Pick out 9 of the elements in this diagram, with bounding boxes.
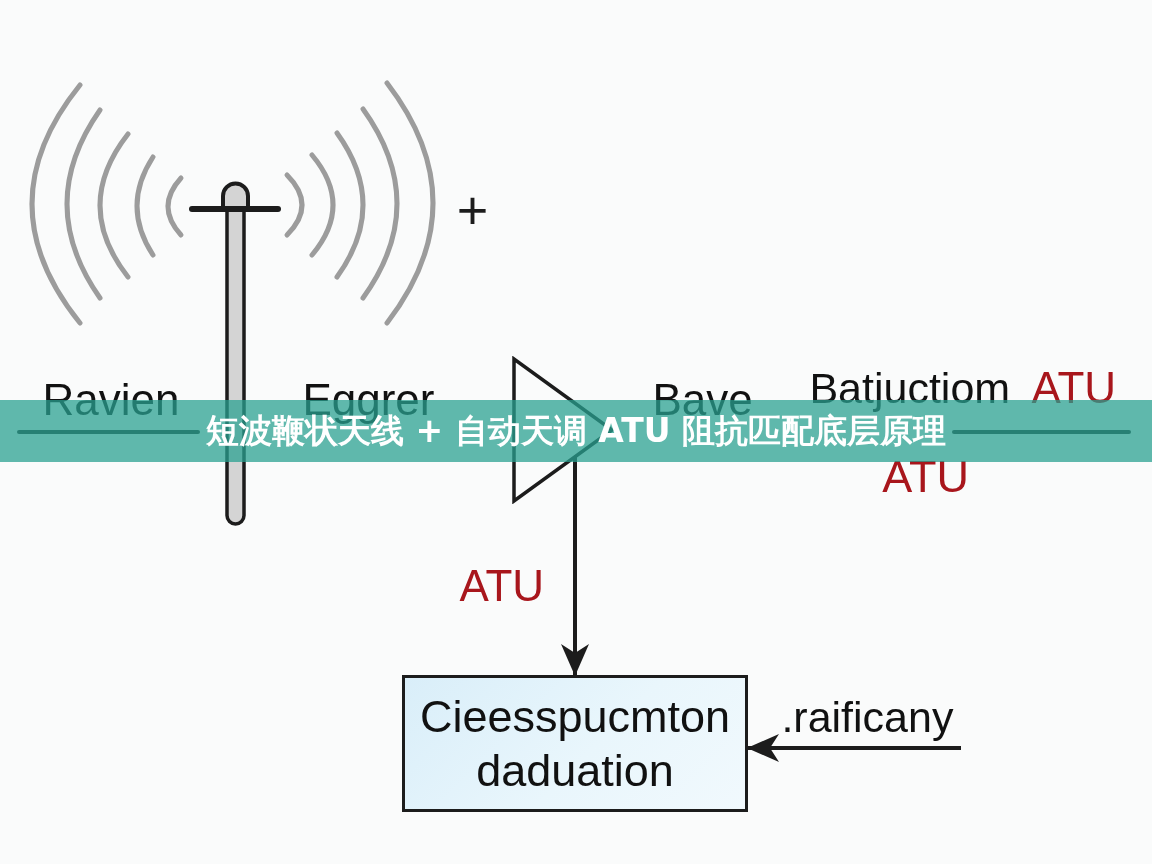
node-text: Cieesspucmton daduation — [418, 689, 732, 798]
text-label: Batjuctiom — [809, 366, 1011, 410]
plus-sign: + — [456, 183, 489, 238]
process-box — [402, 675, 748, 812]
edge-label: ATU — [459, 563, 545, 608]
arrow — [747, 734, 961, 762]
text-label: ATU — [882, 453, 969, 499]
edge-label: .raificany — [781, 695, 954, 739]
text-label: ATU — [1031, 365, 1117, 410]
